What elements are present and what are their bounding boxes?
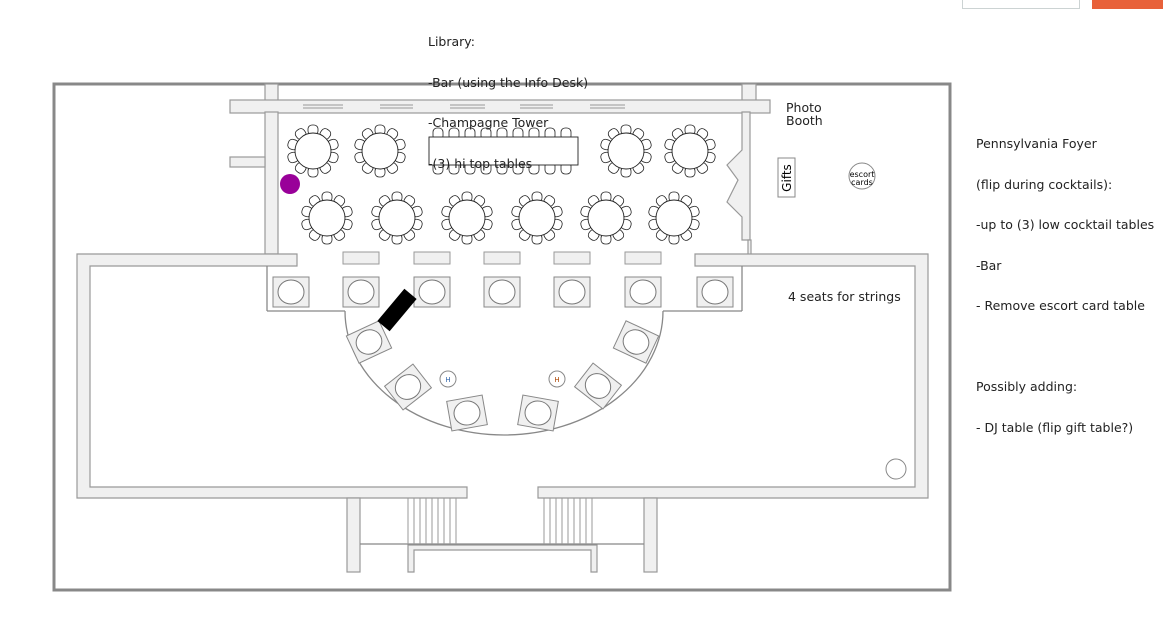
table-top: [361, 132, 399, 170]
note-line: Library:: [428, 34, 476, 49]
table-top: [418, 279, 446, 305]
banquet-table: [428, 127, 579, 175]
table-top: [277, 279, 305, 305]
note-line: -up to (3) low cocktail tables: [976, 217, 1155, 232]
highchair-right: H: [548, 370, 566, 388]
round-table: [664, 124, 716, 178]
cocktail-table: [573, 362, 623, 410]
stage-bar: [377, 288, 417, 332]
round-table: [600, 124, 652, 178]
marker-dot: [280, 174, 300, 194]
buffet-table: [553, 251, 591, 265]
cocktail-table: [483, 276, 521, 308]
top-action-button[interactable]: [1092, 0, 1163, 9]
table-top: [629, 279, 657, 305]
round-table: [301, 191, 353, 245]
note-line: Pennsylvania Foyer: [976, 136, 1097, 151]
note-line: -(3) hi top tables: [428, 155, 533, 171]
table-top: [488, 279, 516, 305]
note-line: Possibly adding:: [976, 379, 1078, 394]
cocktail-table: [413, 276, 451, 308]
round-tables: [287, 124, 716, 245]
cocktail-table: [446, 394, 488, 432]
round-table: [580, 191, 632, 245]
strings-label: 4 seats for strings: [788, 289, 901, 304]
cocktail-table: [342, 276, 380, 308]
note-line: -Champagne Tower: [428, 115, 549, 130]
cocktail-table: [696, 276, 734, 308]
table-top: [584, 373, 612, 399]
table-top: [394, 374, 422, 400]
table-top: [558, 279, 586, 305]
highchair-left: H: [439, 370, 457, 388]
svg-text:Gifts: Gifts: [780, 164, 794, 192]
cocktail-tables: [272, 276, 734, 432]
note-line: - DJ table (flip gift table?): [976, 419, 1134, 435]
table-top: [622, 329, 650, 355]
outer-boundary: [52, 82, 952, 592]
note-line: (flip during cocktails):: [976, 176, 1113, 192]
table-top: [308, 199, 346, 237]
note-spacer: [976, 340, 1154, 354]
escort-card-table: escort cards: [848, 162, 876, 190]
round-table: [511, 191, 563, 245]
table-top: [428, 136, 579, 166]
round-table: [648, 191, 700, 245]
svg-text:cards: cards: [851, 178, 873, 187]
svg-text:escort: escort: [850, 170, 875, 179]
table-top: [294, 132, 332, 170]
svg-text:H: H: [554, 376, 559, 384]
walls: [76, 83, 929, 573]
cocktail-table: [612, 320, 660, 364]
cocktail-table: [272, 276, 310, 308]
buffet-tables: [342, 251, 662, 265]
table-top: [587, 199, 625, 237]
gifts-table: Gifts: [777, 157, 796, 198]
table-top: [701, 279, 729, 305]
table-top: [453, 400, 481, 426]
table-top: [524, 400, 552, 426]
buffet-table: [413, 251, 451, 265]
top-input-box[interactable]: [962, 0, 1080, 9]
note-line: -Bar (using the Info Desk): [428, 74, 589, 90]
svg-text:H: H: [445, 376, 450, 384]
corner-table: [885, 458, 907, 480]
buffet-table: [483, 251, 521, 265]
table-top: [655, 199, 693, 237]
round-table: [354, 124, 406, 178]
round-table: [287, 124, 339, 178]
buffet-table: [342, 251, 380, 265]
note-line: - Remove escort card table: [976, 298, 1145, 313]
stairs: [407, 498, 593, 544]
photo-booth-label: Booth: [786, 113, 823, 128]
round-table: [371, 191, 423, 245]
cocktail-table: [553, 276, 591, 308]
table-top: [355, 329, 383, 355]
table-top: [671, 132, 709, 170]
round-table: [441, 191, 493, 245]
cocktail-table: [624, 276, 662, 308]
table-top: [378, 199, 416, 237]
cocktail-table: [345, 320, 393, 364]
foyer-note: Pennsylvania Foyer (flip during cocktail…: [976, 110, 1154, 448]
photo-booth-label: Photo: [786, 100, 822, 115]
buffet-table: [624, 251, 662, 265]
note-line: -Bar: [976, 257, 1002, 273]
cocktail-table: [383, 363, 433, 411]
library-note: Library: -Bar (using the Info Desk) -Cha…: [428, 8, 588, 184]
table-top: [448, 199, 486, 237]
cocktail-table: [517, 394, 559, 432]
table-top: [347, 279, 375, 305]
table-top: [518, 199, 556, 237]
table-top: [607, 132, 645, 170]
